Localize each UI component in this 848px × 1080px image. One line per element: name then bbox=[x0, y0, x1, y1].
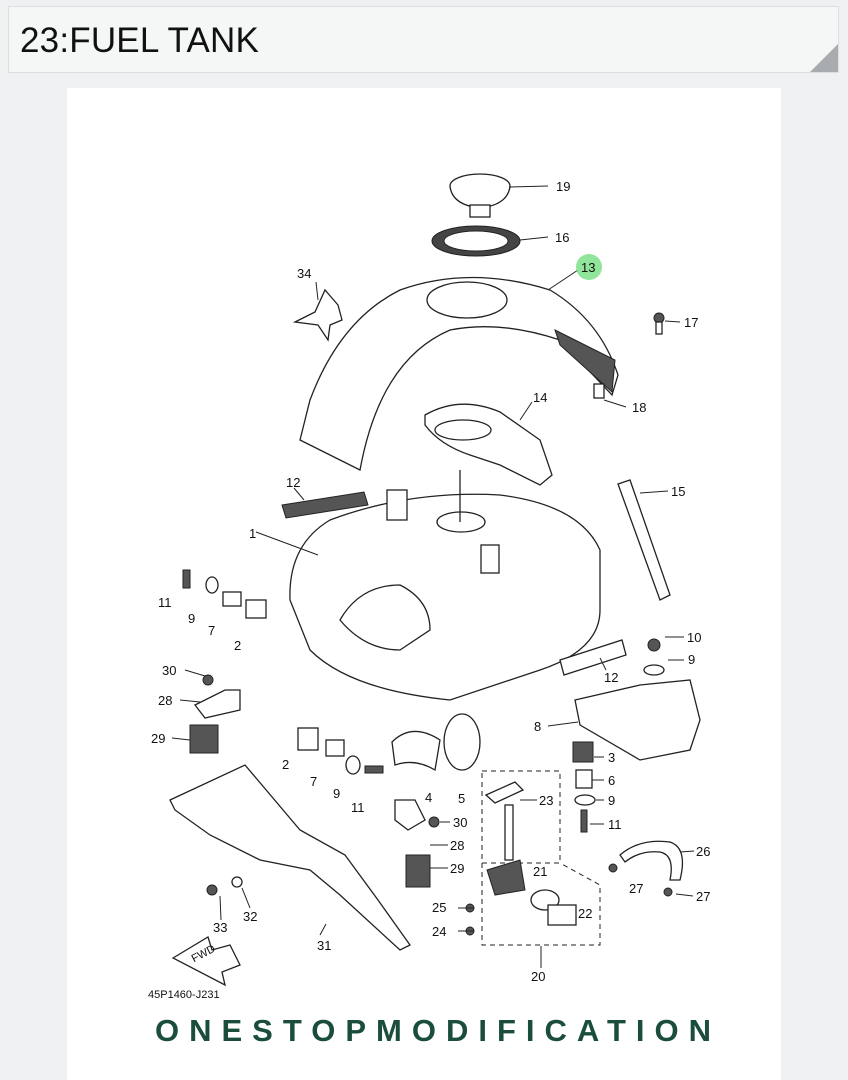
callout-label: 34 bbox=[297, 266, 311, 281]
part-bracket-28-left bbox=[189, 674, 241, 754]
part-hardware-33-32 bbox=[206, 876, 243, 896]
callout-label: 16 bbox=[555, 230, 569, 245]
part-hose-26 bbox=[608, 840, 684, 897]
part-bracket-8 bbox=[574, 679, 701, 761]
watermark-text: ONESTOPMODIFICATION bbox=[155, 1013, 721, 1048]
callout-label: 9 bbox=[608, 793, 615, 808]
callout-label: 32 bbox=[243, 909, 257, 924]
corner-expand-icon[interactable] bbox=[810, 44, 838, 72]
part-fuel-cap bbox=[449, 173, 511, 218]
callout-label: 26 bbox=[696, 844, 710, 859]
part-damper-18 bbox=[593, 383, 605, 399]
drawing-code: 45P1460-J231 bbox=[148, 989, 220, 1001]
callout-label: 28 bbox=[158, 693, 172, 708]
callout-label: 12 bbox=[286, 475, 300, 490]
callout-label: 10 bbox=[687, 630, 701, 645]
callout-label: 11 bbox=[608, 817, 622, 832]
callout-label: 8 bbox=[534, 719, 541, 734]
callout-label: 19 bbox=[556, 179, 570, 194]
callout-label: 1 bbox=[249, 526, 256, 541]
callout-label: 7 bbox=[310, 774, 317, 789]
callout-label: 9 bbox=[333, 786, 340, 801]
callout-label: 33 bbox=[213, 920, 227, 935]
callout-label: 14 bbox=[533, 390, 547, 405]
callout-label: 27 bbox=[696, 889, 710, 904]
part-screw-17 bbox=[653, 312, 665, 335]
callout-label: 21 bbox=[533, 864, 547, 879]
callout-label: 31 bbox=[317, 938, 331, 953]
part-filler-neck bbox=[424, 403, 553, 486]
callout-label: 27 bbox=[629, 881, 643, 896]
title-bar: 23:FUEL TANK bbox=[8, 6, 839, 73]
callout-label: 25 bbox=[432, 900, 446, 915]
highlight-marker[interactable] bbox=[576, 254, 602, 280]
callout-label: 22 bbox=[578, 906, 592, 921]
page-title: 23:FUEL TANK bbox=[20, 21, 260, 60]
callout-label: 29 bbox=[450, 861, 464, 876]
callout-label: 28 bbox=[450, 838, 464, 853]
part-protector-31 bbox=[169, 764, 411, 951]
callout-label: 11 bbox=[351, 800, 365, 815]
callout-label: 2 bbox=[282, 757, 289, 772]
callout-label: 7 bbox=[208, 623, 215, 638]
callout-label: 11 bbox=[158, 595, 172, 610]
callout-label: 24 bbox=[432, 924, 446, 939]
callout-label: 30 bbox=[162, 663, 176, 678]
callout-label: 2 bbox=[234, 638, 241, 653]
part-gasket bbox=[431, 225, 521, 257]
part-bracket-28-center bbox=[394, 799, 440, 888]
callout-label: 13 bbox=[581, 260, 595, 275]
callout-label: 15 bbox=[671, 484, 685, 499]
callout-leaders bbox=[171, 185, 695, 968]
callout-label: 3 bbox=[608, 750, 615, 765]
callout-label: 20 bbox=[531, 969, 545, 984]
callout-label: 17 bbox=[684, 315, 698, 330]
part-hardware-left bbox=[182, 569, 267, 619]
callout-label: 9 bbox=[188, 611, 195, 626]
part-hardware-right bbox=[572, 638, 665, 833]
part-tank-cover bbox=[299, 276, 619, 471]
callout-label: 12 bbox=[604, 670, 618, 685]
callout-label: 4 bbox=[425, 790, 432, 805]
callout-labels: 19 16 13 34 17 14 18 12 15 1 11 9 7 2 10… bbox=[151, 179, 710, 984]
callout-label: 5 bbox=[458, 791, 465, 806]
callout-label: 29 bbox=[151, 731, 165, 746]
part-damper-strip-12b bbox=[559, 639, 627, 676]
part-hardware-middle bbox=[297, 713, 481, 775]
callout-label: 9 bbox=[688, 652, 695, 667]
callout-label: 6 bbox=[608, 773, 615, 788]
callout-label: 30 bbox=[453, 815, 467, 830]
part-bracket-34 bbox=[292, 288, 343, 342]
callout-label: 18 bbox=[632, 400, 646, 415]
callout-label: 23 bbox=[539, 793, 553, 808]
fwd-arrow-icon bbox=[171, 936, 241, 987]
part-damper-strip-12 bbox=[281, 491, 369, 519]
part-fuel-tank bbox=[289, 470, 601, 701]
part-hose-15 bbox=[617, 479, 671, 601]
